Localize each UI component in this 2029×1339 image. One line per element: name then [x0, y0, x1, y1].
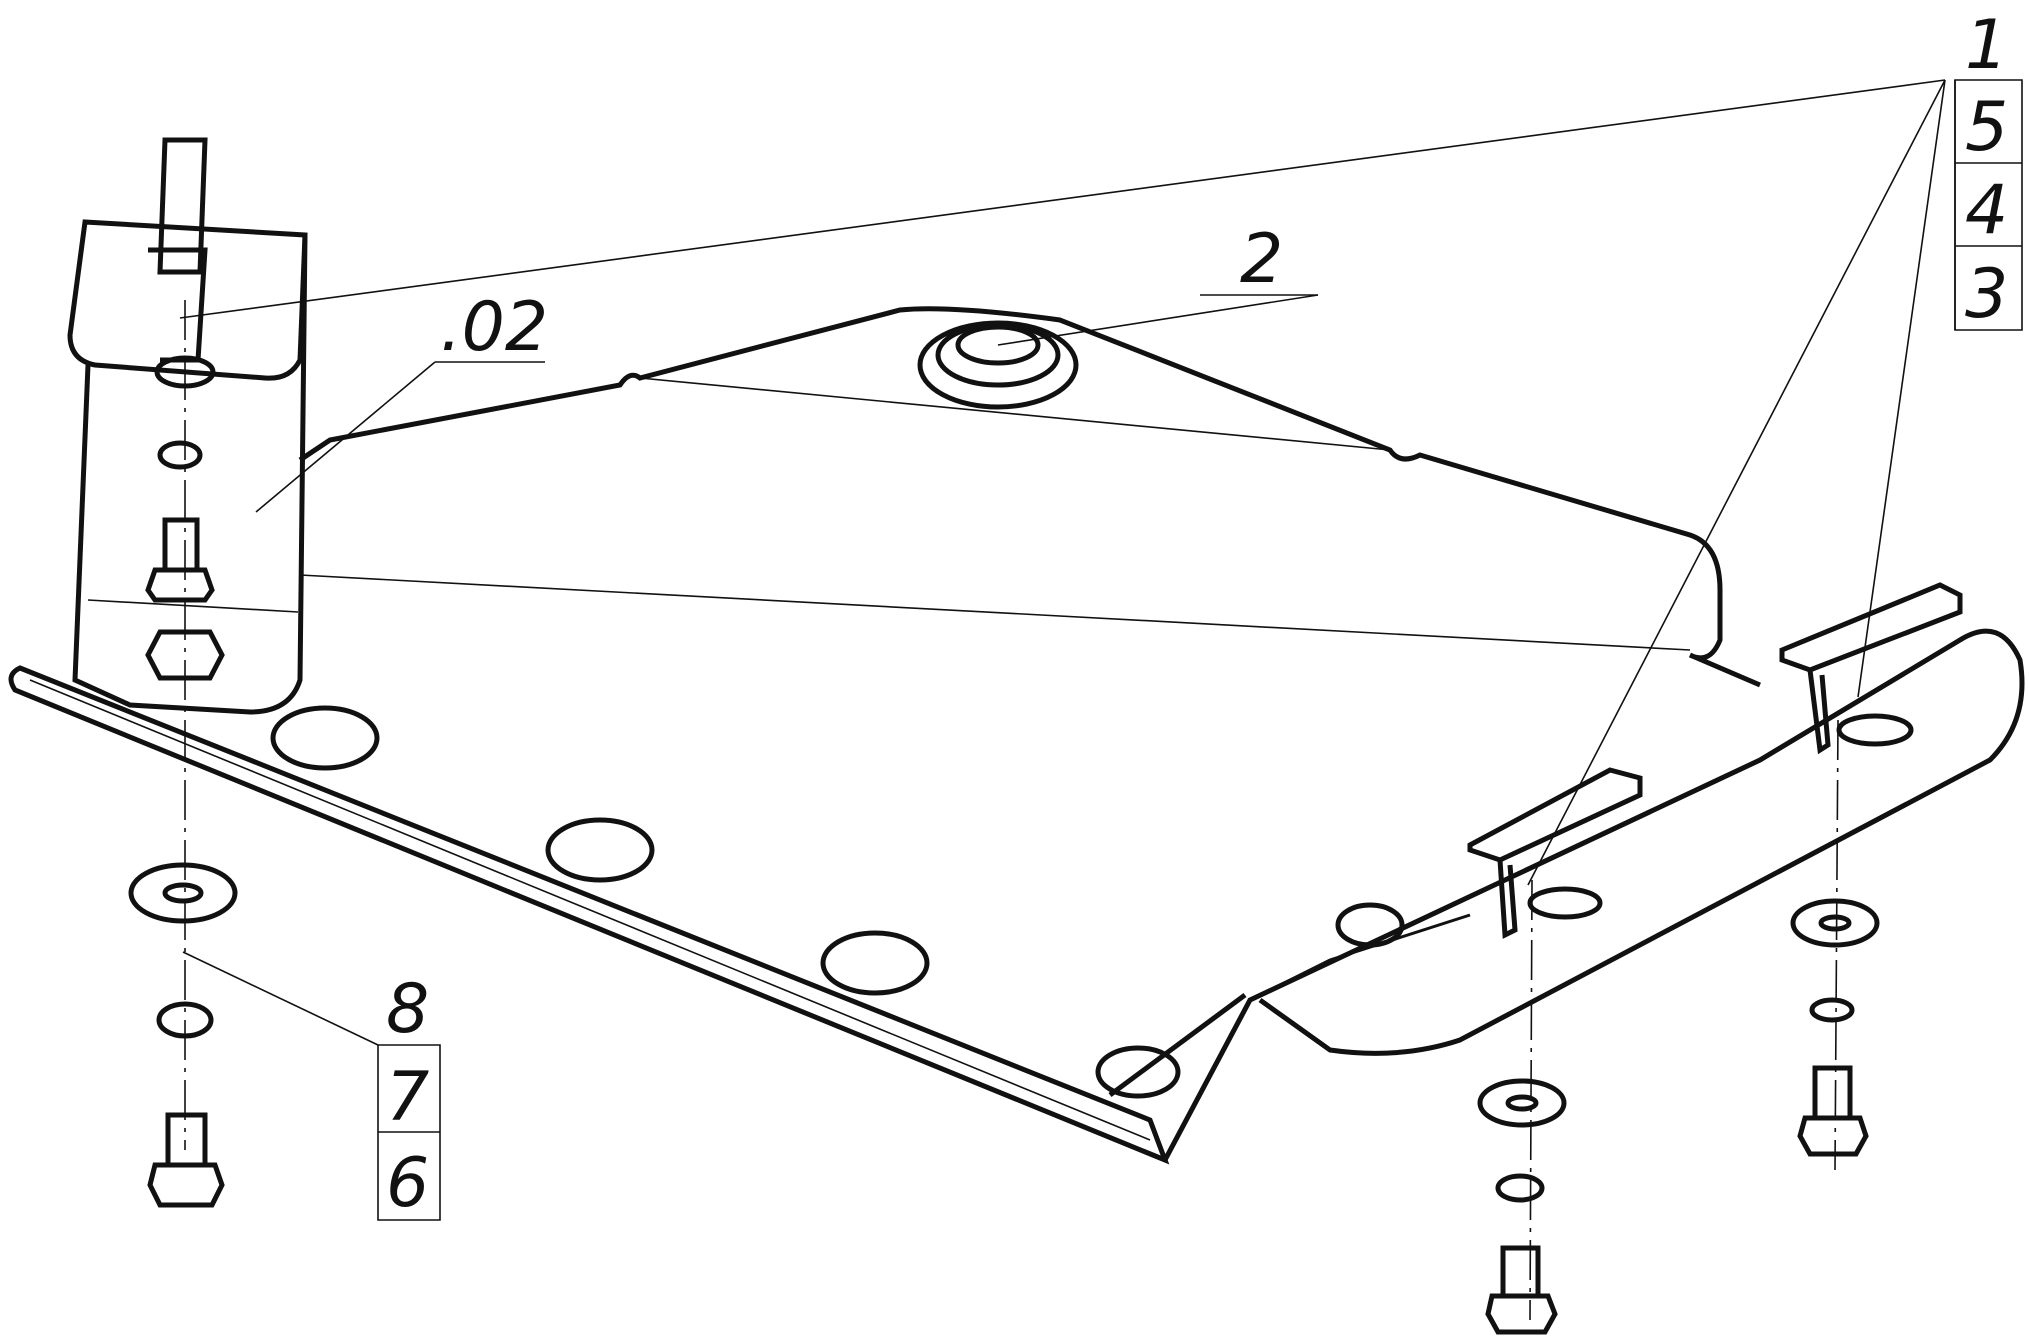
callout-02: .02 [440, 288, 548, 367]
left-bracket [67, 137, 308, 715]
callout-7: 7 [386, 1058, 429, 1137]
right-brackets [1467, 582, 1963, 939]
callout-3: 3 [1965, 255, 2008, 334]
callout-5: 5 [1965, 88, 2008, 167]
plug-part [917, 320, 1079, 410]
callout-2: 2 [1240, 220, 1283, 299]
callout-8: 8 [386, 970, 429, 1049]
callout-4: 4 [1965, 171, 2008, 250]
skid-plate [8, 306, 2025, 1165]
callout-1: 1 [1965, 6, 2008, 85]
callout-frames [377, 79, 2023, 1221]
right-fastener-stacks [1477, 719, 1880, 1335]
callout-6: 6 [386, 1144, 429, 1223]
leader-lines [179, 79, 1946, 1046]
left-fastener-stack [128, 300, 238, 1208]
plate-holes [270, 705, 1405, 1099]
